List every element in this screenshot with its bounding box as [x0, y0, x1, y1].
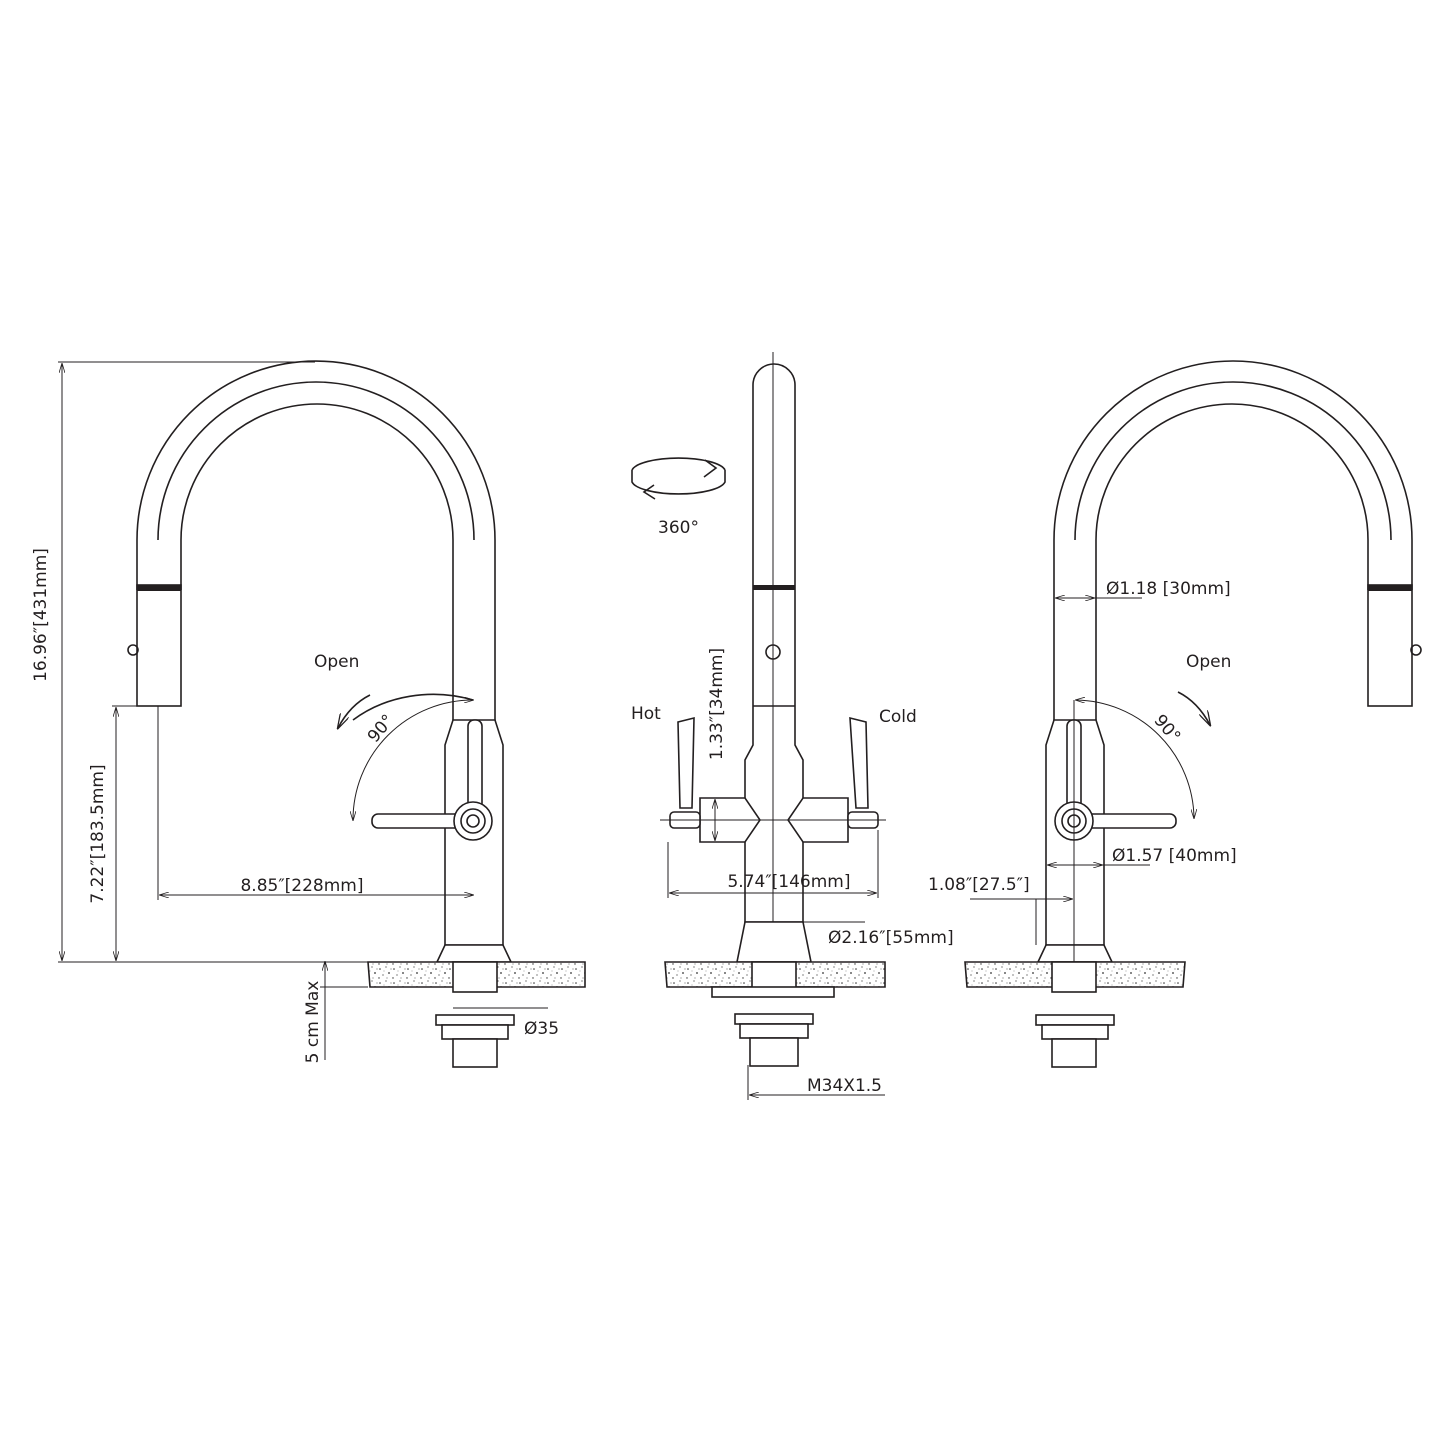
- thread-label: M34X1.5: [807, 1076, 882, 1096]
- spout-height-label: 7.22″[183.5mm]: [88, 764, 108, 903]
- spray-head: [136, 584, 182, 707]
- hot-label: Hot: [631, 704, 661, 724]
- angle-label-left: 90°: [364, 711, 399, 747]
- spray-band: [137, 585, 181, 591]
- handle-height-label: 1.33″[34mm]: [707, 648, 727, 760]
- counter-thickness-label: 5 cm Max: [303, 981, 323, 1064]
- base-diameter-label: Ø2.16″[55mm]: [828, 928, 954, 948]
- open-label-left: Open: [314, 652, 359, 672]
- right-spray-head: [1367, 584, 1413, 707]
- rotation-label: 360°: [658, 518, 699, 538]
- spout-middle: [157, 381, 475, 541]
- hot-handle: [677, 716, 695, 809]
- hole-diameter-label: Ø35: [524, 1019, 559, 1039]
- reach-label: 8.85″[228mm]: [240, 876, 363, 896]
- lever-open: [371, 813, 463, 829]
- open-label-right: Open: [1186, 652, 1231, 672]
- body-diameter-label: Ø1.57 [40mm]: [1112, 846, 1237, 866]
- right-view: Ø1.18 [30mm] Open 90° Ø1.57 [40mm] 1.08″…: [928, 360, 1422, 1068]
- spout-inner: [180, 403, 454, 720]
- spray-button: [127, 644, 139, 656]
- lever-up: [467, 719, 483, 811]
- spout-diameter-label: Ø1.18 [30mm]: [1106, 579, 1231, 599]
- base: [435, 944, 513, 963]
- angle-label-right: 90°: [1149, 711, 1184, 747]
- front-view: 360° Hot Cold 1.33″[34mm] 5.74″[146mm] Ø…: [631, 352, 954, 1100]
- front-spout: [744, 363, 804, 923]
- cold-label: Cold: [879, 707, 917, 727]
- cold-handle: [849, 716, 869, 809]
- handle-span-label: 5.74″[146mm]: [727, 872, 850, 892]
- total-height-label: 16.96″[431mm]: [31, 548, 51, 682]
- left-view: 16.96″[431mm] 7.22″[183.5mm] 8.85″[228mm…: [31, 360, 586, 1068]
- spout-outer: [136, 360, 496, 745]
- offset-label: 1.08″[27.5″]: [928, 875, 1030, 895]
- rotate-360-icon: [631, 457, 726, 495]
